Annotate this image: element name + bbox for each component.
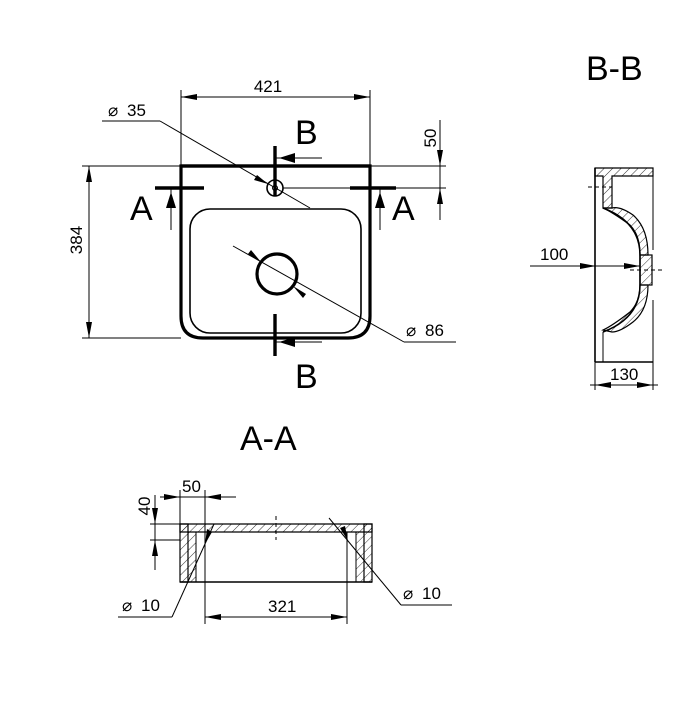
section-label-a-right: A bbox=[392, 190, 415, 228]
dim-tap-hole-label: 35 bbox=[127, 101, 146, 120]
dim-aa-rim-height: 40 bbox=[135, 495, 180, 570]
dim-width: 421 bbox=[180, 77, 371, 166]
section-label-a-left: A bbox=[130, 190, 153, 228]
section-mark-b-bottom: B bbox=[273, 314, 322, 396]
drain-circle bbox=[255, 252, 299, 296]
plan-view: 421 384 50 ⌀ 35 bbox=[67, 77, 456, 396]
dim-aa-radius-left-label: 10 bbox=[141, 596, 160, 615]
tap-hole-diam-symbol: ⌀ bbox=[108, 101, 118, 120]
dim-tap-hole: ⌀ 35 bbox=[102, 101, 311, 209]
section-mark-a-left: A bbox=[130, 186, 204, 230]
section-mark-b-top: B bbox=[273, 114, 322, 196]
dim-bb-height: 130 bbox=[590, 362, 658, 390]
dim-aa-radius-right: ⌀ 10 bbox=[328, 517, 452, 606]
dim-bb-depth: 100 bbox=[530, 245, 640, 269]
dim-height-label: 384 bbox=[67, 226, 86, 254]
dim-tap-offset: 50 bbox=[283, 120, 446, 220]
dim-aa-inner-width: 321 bbox=[204, 582, 348, 624]
section-aa-title: A-A bbox=[240, 420, 297, 458]
radius-right-diam-symbol: ⌀ bbox=[403, 584, 413, 603]
section-aa-view: A-A 40 50 bbox=[118, 420, 452, 624]
dim-height: 384 bbox=[67, 165, 181, 339]
dim-width-label: 421 bbox=[254, 77, 282, 96]
dim-drain-label: 86 bbox=[425, 321, 444, 340]
section-label-b-top: B bbox=[295, 114, 318, 152]
dim-aa-radius-left: ⌀ 10 bbox=[118, 523, 215, 618]
section-mark-a-right: A bbox=[350, 186, 415, 230]
dim-aa-rim-width: 50 bbox=[160, 477, 236, 532]
dim-tap-offset-label: 50 bbox=[421, 129, 440, 148]
basin-outline bbox=[179, 164, 372, 340]
dim-bb-height-label: 130 bbox=[610, 365, 638, 384]
dim-bb-depth-label: 100 bbox=[540, 245, 568, 264]
drain-diam-symbol: ⌀ bbox=[406, 321, 416, 340]
dim-aa-rim-width-label: 50 bbox=[182, 477, 201, 496]
radius-left-diam-symbol: ⌀ bbox=[122, 596, 132, 615]
dim-aa-radius-right-label: 10 bbox=[422, 584, 441, 603]
dim-aa-rim-height-label: 40 bbox=[135, 497, 154, 516]
dim-aa-inner-width-label: 321 bbox=[268, 597, 296, 616]
section-bb-view: B-B 100 130 bbox=[530, 50, 662, 390]
section-bb-title: B-B bbox=[586, 50, 643, 88]
section-label-b-bottom: B bbox=[295, 358, 318, 396]
dim-drain: ⌀ 86 bbox=[232, 245, 456, 343]
